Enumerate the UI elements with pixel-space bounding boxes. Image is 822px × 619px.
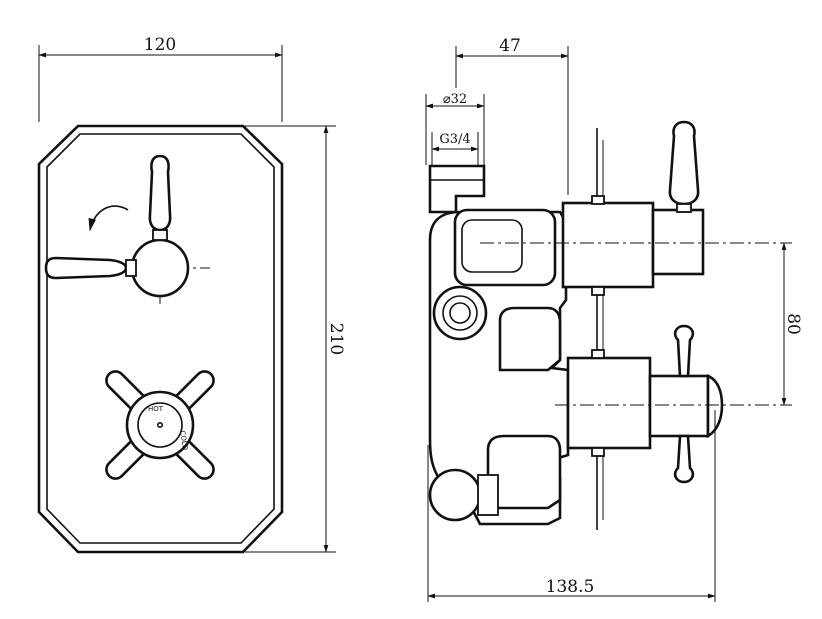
dimension-inlet-thread: G3/4: [431, 132, 479, 168]
dimension-side-depth-top: 47: [455, 36, 569, 195]
crosshead-arm-bottom: [673, 434, 695, 484]
upper-cartridge: [453, 208, 557, 287]
dimension-spindle-spacing: 80: [781, 242, 803, 406]
upper-spindle: [480, 120, 792, 296]
bottom-fitting: [428, 468, 482, 522]
dial-label-hot: HOT: [148, 405, 164, 413]
thermostatic-lever-front: [44, 154, 210, 305]
dimension-inlet-diameter: ⌀32: [425, 92, 485, 165]
outlet-ring: [432, 285, 488, 341]
lower-spindle: [555, 324, 792, 484]
crosshead-arm-top: [673, 324, 695, 378]
dim-label-spindle-spacing: 80: [783, 313, 803, 335]
rotation-arrow: [88, 205, 129, 232]
dim-label-inlet-thread: G3/4: [439, 132, 470, 147]
dial-label-cold: COLD: [178, 430, 189, 451]
crosshead-handle-front: HOT COLD: [105, 370, 215, 480]
dim-label-inlet-diameter: ⌀32: [443, 92, 467, 107]
upper-spindle-sleeve: [561, 201, 655, 289]
top-inlet: [428, 164, 486, 214]
lever-handle-up: [148, 154, 172, 232]
lower-spindle-body: [648, 374, 710, 438]
dimension-overall-depth: 138.5: [427, 410, 716, 602]
front-plate-outer: [37, 124, 284, 554]
side-view: 47 ⌀32 G3/4: [425, 36, 803, 602]
lower-spindle-sleeve: [566, 356, 652, 450]
lever-handle-rotated: [44, 256, 128, 280]
dim-label-front-width: 120: [144, 35, 176, 55]
dimension-front-width: 120: [38, 35, 283, 122]
front-plate-inner: [46, 133, 275, 544]
dim-label-overall-depth: 138.5: [546, 577, 595, 597]
lever-hub: [130, 238, 190, 298]
front-view: 120 210: [37, 35, 346, 554]
upper-spindle-body: [651, 208, 705, 276]
dim-label-front-height: 210: [326, 323, 346, 355]
upper-lever-side: [668, 120, 700, 206]
middle-cartridge: [498, 306, 562, 372]
dimension-front-height: 210: [245, 125, 346, 553]
dim-label-side-depth-top: 47: [499, 36, 521, 56]
